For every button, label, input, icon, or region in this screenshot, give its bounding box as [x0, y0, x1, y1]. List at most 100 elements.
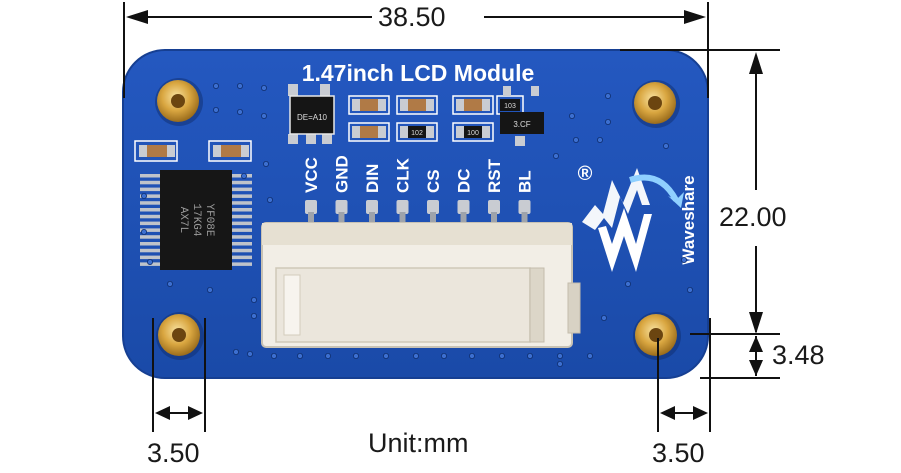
via-dot: [270, 352, 277, 359]
brand-name: Waveshare: [679, 175, 698, 264]
pin-label-rst: RST: [485, 158, 504, 193]
via-dot: [527, 352, 534, 359]
via-dot: [587, 352, 594, 359]
via-dot: [236, 83, 243, 90]
via-dots: [140, 83, 694, 367]
resistor-103-marking: 103: [504, 103, 516, 110]
transistor: 3.CF: [500, 86, 544, 146]
via-dot: [250, 296, 257, 303]
capacitor-3: [396, 95, 438, 115]
via-dot: [681, 256, 688, 263]
via-dot: [324, 352, 331, 359]
ic-pin: [140, 174, 162, 178]
mounting-hole-bottom-left: [156, 312, 204, 360]
mounting-hole-top-right: [632, 80, 680, 128]
ic-pin: [140, 242, 162, 246]
dimension-hole-offset-x-right-label: 3.50: [652, 438, 705, 468]
via-dot: [382, 352, 389, 359]
capacitor-1: [348, 95, 390, 115]
jst-connector: [261, 222, 581, 348]
ic-pin: [140, 214, 162, 219]
via-dot: [625, 280, 632, 287]
ic-pin: [140, 201, 162, 205]
ic-pin: [140, 248, 162, 253]
via-dot: [146, 258, 153, 265]
via-dot: [206, 286, 213, 293]
pin-label-din: DIN: [363, 164, 382, 193]
via-dot: [166, 280, 173, 287]
voltage-regulator: DE=A10: [288, 84, 335, 144]
capacitor-left-1: [134, 140, 178, 162]
via-dot: [232, 348, 239, 355]
via-dot: [468, 352, 475, 359]
via-dot: [663, 142, 670, 149]
resistor-102-marking: 102: [411, 130, 423, 137]
ic-pin: [140, 208, 162, 212]
board-title: 1.47inch LCD Module: [302, 60, 535, 86]
ic-pin: [140, 235, 162, 239]
regulator-marking: DE=A10: [297, 113, 328, 122]
via-dot: [266, 196, 273, 203]
resistor-100-marking: 100: [467, 130, 479, 137]
via-dot: [212, 107, 219, 114]
via-dot: [260, 113, 267, 120]
via-dot: [440, 352, 447, 359]
via-dot: [212, 83, 219, 90]
via-dot: [236, 109, 243, 116]
via-dot: [569, 113, 576, 120]
via-dot: [605, 119, 612, 126]
chip-marking-line-1: YF08E: [203, 203, 215, 236]
ic-pin: [230, 208, 252, 212]
dimension-hole-offset-y-label: 3.48: [772, 340, 825, 370]
ic-pin: [230, 187, 252, 192]
pin-label-dc: DC: [455, 168, 474, 193]
pin-label-cs: CS: [424, 169, 443, 193]
ic-pin: [140, 180, 162, 185]
via-dot: [605, 93, 612, 100]
ic-pin: [230, 235, 252, 239]
dimension-hole-offset-x-left-label: 3.50: [147, 438, 200, 468]
ic-chip: YF08E 17KG4 AX7L: [140, 170, 252, 270]
ic-pin: [140, 187, 162, 192]
via-dot: [687, 286, 694, 293]
resistor-102: 102: [396, 122, 438, 142]
via-dot: [260, 85, 267, 92]
via-dot: [140, 192, 147, 199]
pin-label-gnd: GND: [333, 155, 352, 193]
ic-pin: [230, 180, 252, 185]
via-dot: [352, 352, 359, 359]
ic-pin: [230, 201, 252, 205]
ic-pin: [230, 174, 252, 178]
via-dot: [250, 312, 257, 319]
via-dot: [557, 360, 564, 367]
capacitor-4: [452, 95, 494, 115]
ic-pin: [140, 228, 162, 232]
ic-pin: [140, 221, 162, 226]
ic-pin: [230, 228, 252, 232]
pin-label-clk: CLK: [394, 157, 413, 193]
ic-pin: [230, 214, 252, 219]
ic-pin: [140, 194, 162, 198]
chip-marking-line-3: AX7L: [177, 207, 189, 233]
ic-pin: [230, 221, 252, 226]
dimension-lines: [123, 2, 780, 432]
via-dot: [262, 160, 269, 167]
chip-marking-line-2: 17KG4: [190, 203, 202, 236]
via-dot: [597, 136, 604, 143]
via-dot: [140, 228, 147, 235]
ic-pin: [230, 242, 252, 246]
registered-mark: ®: [578, 163, 593, 185]
pin-label-vcc: VCC: [302, 157, 321, 193]
waveshare-logo: ® Waveshare: [578, 163, 698, 272]
transistor-marking: 3.CF: [513, 120, 530, 129]
capacitor-left-2: [208, 140, 252, 162]
ic-pin: [230, 194, 252, 198]
ic-pin: [230, 248, 252, 253]
via-dot: [601, 314, 608, 321]
via-dot: [498, 352, 505, 359]
mounting-hole-top-left: [155, 78, 203, 126]
ic-pin: [230, 262, 252, 266]
via-dot: [240, 172, 247, 179]
